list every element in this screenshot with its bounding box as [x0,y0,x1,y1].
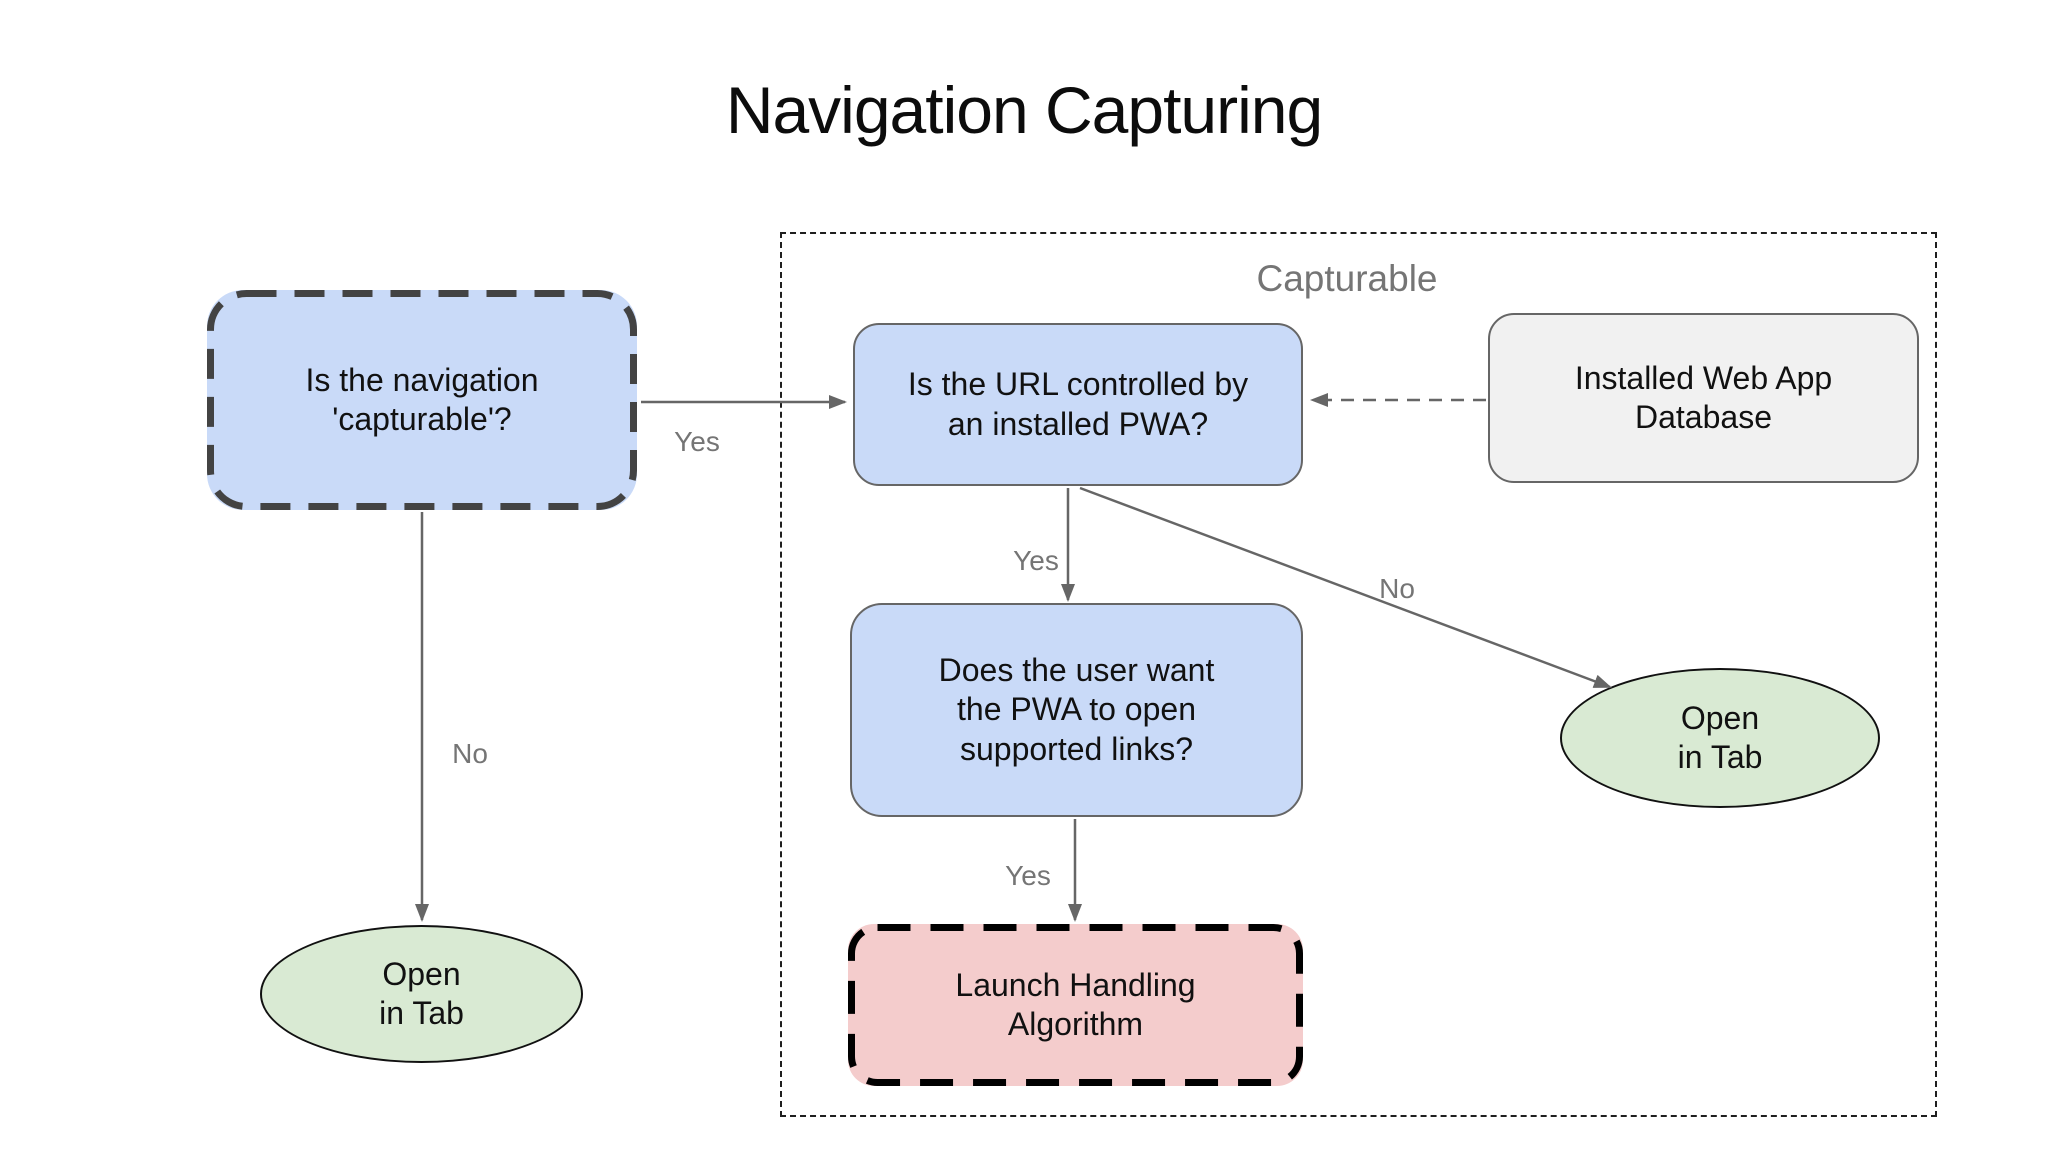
page-title: Navigation Capturing [725,73,1323,147]
node-installed-web-app-database: Installed Web App Database [1488,313,1919,483]
node-open-in-tab-left-text: Open in Tab [379,955,464,1031]
node-launch-handling-algorithm-text: Launch Handling Algorithm [955,966,1196,1042]
edge-label-capturable-yes: Yes [674,426,720,457]
node-installed-web-app-database-text: Installed Web App Database [1574,359,1833,435]
capturable-group-label: Capturable [1256,258,1438,299]
node-user-want-supported-links: Does the user want the PWA to open suppo… [850,603,1303,817]
node-launch-handling-algorithm: Launch Handling Algorithm [848,924,1303,1086]
node-url-controlled-by-pwa-text: Is the URL controlled by an installed PW… [907,366,1249,442]
node-is-navigation-capturable: Is the navigation 'capturable'? [207,290,637,510]
node-is-navigation-capturable-text: Is the navigation 'capturable'? [305,361,539,437]
node-url-controlled-by-pwa: Is the URL controlled by an installed PW… [853,323,1303,486]
node-open-in-tab-right-text: Open in Tab [1677,699,1763,775]
edge-label-capturable-no: No [452,738,488,769]
node-open-in-tab-right: Open in Tab [1560,668,1880,808]
capturable-group-container [780,232,1937,1117]
edge-label-user-want-yes: Yes [1005,860,1051,891]
node-open-in-tab-left: Open in Tab [260,925,583,1063]
edge-label-url-yes: Yes [1013,545,1059,576]
edge-label-url-no: No [1379,573,1415,604]
node-user-want-supported-links-text: Does the user want the PWA to open suppo… [938,652,1215,767]
